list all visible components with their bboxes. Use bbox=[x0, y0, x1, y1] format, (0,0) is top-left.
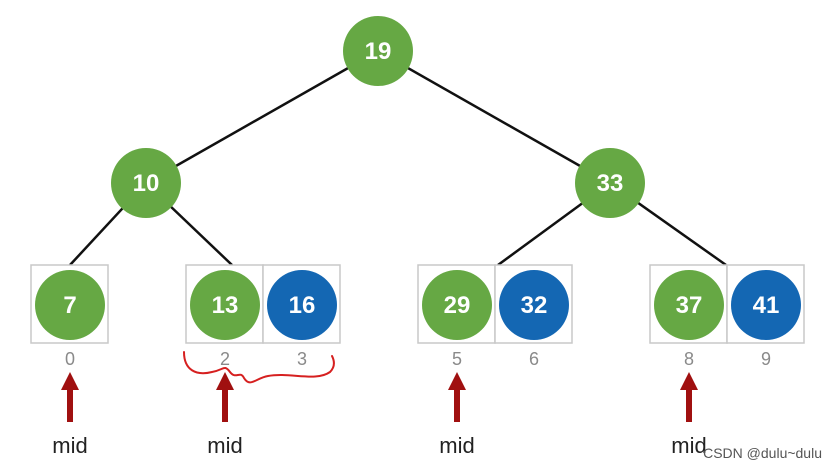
node-circle bbox=[343, 16, 413, 86]
index-label: 2 bbox=[220, 349, 230, 369]
node-circle bbox=[111, 148, 181, 218]
leaf-16: 16 bbox=[267, 270, 337, 340]
arrow-shaft bbox=[686, 388, 692, 422]
node-root: 19 bbox=[343, 16, 413, 86]
mid-arrow: mid bbox=[671, 372, 707, 458]
edge-root-right bbox=[377, 49, 611, 185]
mid-arrow: mid bbox=[439, 372, 475, 458]
leaf-29: 29 bbox=[422, 270, 492, 340]
mid-label: mid bbox=[439, 433, 474, 458]
leaf-circle bbox=[35, 270, 105, 340]
mid-arrow: mid bbox=[207, 372, 243, 458]
watermark: CSDN @dulu~dulu bbox=[703, 445, 822, 461]
arrow-shaft bbox=[454, 388, 460, 422]
leaf-circle bbox=[731, 270, 801, 340]
leaf-7: 7 bbox=[35, 270, 105, 340]
node-circle bbox=[575, 148, 645, 218]
arrow-up-icon bbox=[680, 372, 698, 390]
index-labels: 0 2 3 5 6 8 9 bbox=[65, 349, 771, 369]
leaf-circle bbox=[422, 270, 492, 340]
leaf-value: 37 bbox=[676, 292, 703, 319]
arrow-shaft bbox=[67, 388, 73, 422]
node-33: 33 bbox=[575, 148, 645, 218]
leaf-value: 41 bbox=[753, 292, 780, 319]
mid-label: mid bbox=[207, 433, 242, 458]
mid-label: mid bbox=[671, 433, 706, 458]
node-value: 19 bbox=[365, 38, 392, 65]
arrow-shaft bbox=[222, 388, 228, 422]
index-label: 5 bbox=[452, 349, 462, 369]
leaf-13: 13 bbox=[190, 270, 260, 340]
leaf-37: 37 bbox=[654, 270, 724, 340]
leaf-circle bbox=[267, 270, 337, 340]
arrow-up-icon bbox=[448, 372, 466, 390]
mid-arrow: mid bbox=[52, 372, 88, 458]
leaf-circle bbox=[499, 270, 569, 340]
index-label: 9 bbox=[761, 349, 771, 369]
node-value: 10 bbox=[133, 170, 160, 197]
arrow-up-icon bbox=[61, 372, 79, 390]
edge-root-left bbox=[145, 49, 379, 185]
leaf-value: 13 bbox=[212, 292, 239, 319]
index-label: 6 bbox=[529, 349, 539, 369]
node-value: 33 bbox=[597, 170, 624, 197]
leaf-32: 32 bbox=[499, 270, 569, 340]
index-label: 3 bbox=[297, 349, 307, 369]
index-label: 0 bbox=[65, 349, 75, 369]
arrow-up-icon bbox=[216, 372, 234, 390]
leaf-value: 32 bbox=[521, 292, 548, 319]
mid-label: mid bbox=[52, 433, 87, 458]
leaf-value: 7 bbox=[63, 292, 76, 319]
leaf-circle bbox=[654, 270, 724, 340]
index-label: 8 bbox=[684, 349, 694, 369]
leaf-value: 29 bbox=[444, 292, 471, 319]
leaf-41: 41 bbox=[731, 270, 801, 340]
node-10: 10 bbox=[111, 148, 181, 218]
leaf-value: 16 bbox=[289, 292, 316, 319]
leaf-circle bbox=[190, 270, 260, 340]
handwritten-brace-annotation bbox=[183, 351, 335, 384]
